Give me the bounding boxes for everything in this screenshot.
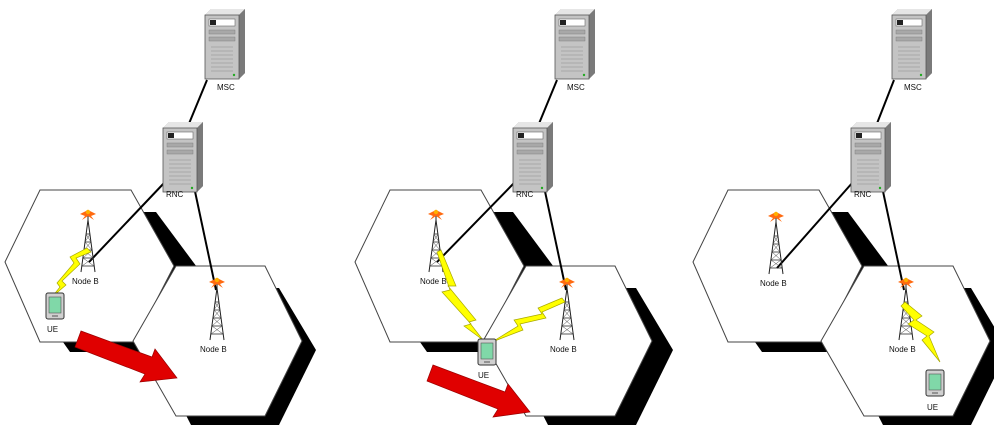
panel-3: MSC RNC Node B Node B UE [692, 8, 994, 425]
rnc-label: RNC [854, 190, 872, 199]
server-icon [891, 8, 933, 80]
node-b-label: Node B [889, 345, 916, 354]
cell-right [482, 265, 653, 417]
lightning-icon [436, 249, 484, 341]
link-msc-rnc [875, 79, 895, 127]
arrow-icon [426, 364, 531, 418]
ue-label: UE [478, 371, 489, 380]
panel-1: MSC RNC Node B Node B UE [4, 8, 316, 425]
link-msc-rnc [187, 79, 208, 127]
phone-icon [45, 292, 65, 320]
lightning-icon [491, 297, 566, 343]
link-rnc-nodeb [880, 181, 905, 291]
server-icon [512, 121, 554, 193]
link-rnc-nodeb [88, 181, 166, 263]
ue-label: UE [47, 325, 58, 334]
node-b-label: Node B [72, 277, 99, 286]
ue-label: UE [927, 403, 938, 412]
phone-icon [925, 369, 945, 397]
msc-label: MSC [567, 83, 585, 92]
link-rnc-nodeb [192, 181, 217, 291]
server-icon [554, 8, 596, 80]
arrow-icon [74, 330, 178, 383]
node-b-label: Node B [200, 345, 227, 354]
link-msc-rnc [537, 79, 558, 127]
lightning-icon [900, 301, 941, 363]
link-rnc-nodeb [776, 181, 854, 269]
server-icon [204, 8, 246, 80]
link-rnc-nodeb [436, 181, 516, 263]
link-rnc-nodeb [542, 181, 567, 291]
node-b-label: Node B [760, 279, 787, 288]
phone-icon [477, 338, 497, 366]
rnc-label: RNC [166, 190, 184, 199]
server-icon [850, 121, 892, 193]
node-b-label: Node B [420, 277, 447, 286]
lightning-icon [51, 247, 92, 298]
msc-label: MSC [217, 83, 235, 92]
msc-label: MSC [904, 83, 922, 92]
cell-right [820, 265, 991, 417]
rnc-label: RNC [516, 190, 534, 199]
server-icon [162, 121, 204, 193]
panel-2: MSC RNC Node B Node B UE [354, 8, 673, 425]
node-b-label: Node B [550, 345, 577, 354]
